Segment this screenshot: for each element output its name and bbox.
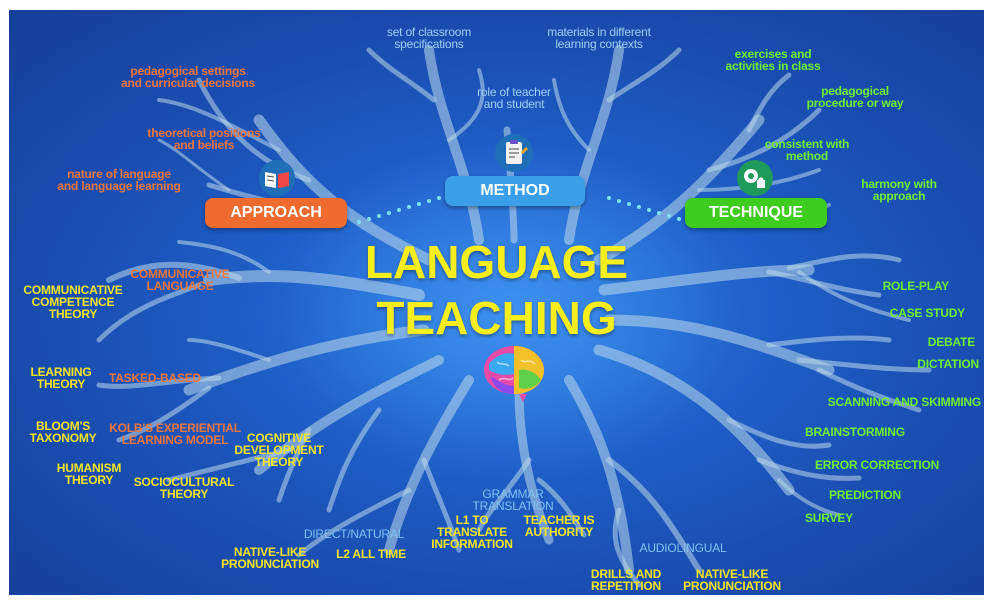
feature-native-like-pronunciation-2: NATIVE-LIKE PRONUNCIATION (683, 567, 781, 593)
approach-item-3: nature of language and language learning (57, 167, 181, 193)
feature-drills-and-repetition: DRILLS AND REPETITION (590, 567, 662, 593)
approach-kolb-experiential: KOLB'S EXPERIENTIAL LEARNING MODEL (109, 421, 241, 447)
technique-role-play: ROLE-PLAY (882, 279, 950, 293)
technique-survey: SURVEY (805, 511, 853, 525)
mind-map-canvas: LANGUAGE TEACHING APPROACH METHOD TECHNI… (9, 10, 984, 595)
method-grammar-translation: GRAMMAR TRANSLATION (472, 487, 554, 513)
theory-learning: LEARNING THEORY (30, 365, 92, 391)
technique-hub: TECHNIQUE (685, 198, 827, 228)
main-title-line2: TEACHING (376, 292, 617, 344)
brain-icon (484, 346, 544, 402)
method-direct-natural: DIRECT/NATURAL (303, 527, 405, 541)
method-audiolingual: AUDIOLINGUAL (639, 541, 727, 555)
feature-l2-all-time: L2 ALL TIME (336, 547, 406, 561)
approach-hub: APPROACH (205, 198, 347, 228)
technique-debate: DEBATE (927, 335, 975, 349)
approach-item-1: pedagogical settings and curricular deci… (121, 64, 255, 90)
approach-item-2: theoretical positions and beliefs (147, 126, 261, 152)
technique-error-correction: ERROR CORRECTION (815, 458, 940, 472)
branch-tree (96, 45, 932, 588)
method-item-3: role of teacher and student (477, 85, 551, 111)
technique-dictation: DICTATION (917, 357, 979, 371)
theory-humanism: HUMANISM THEORY (56, 461, 122, 487)
approach-tasked-based: TASKED-BASED (108, 371, 202, 385)
technique-brainstorming: BRAINSTORMING (805, 425, 905, 439)
main-title-line1: LANGUAGE (364, 236, 629, 288)
technique-item-4: harmony with approach (861, 177, 937, 203)
method-item-1: set of classroom specifications (386, 25, 472, 51)
theory-blooms-taxonomy: BLOOM'S TAXONOMY (29, 419, 97, 445)
puzzle-gear-icon (737, 160, 773, 196)
feature-teacher-is-authority: TEACHER IS AUTHORITY (523, 513, 595, 539)
method-item-2: materials in different learning contexts (547, 25, 651, 51)
technique-scanning-skimming: SCANNING AND SKIMMING (827, 395, 982, 409)
open-book-icon (259, 160, 295, 196)
approach-communicative-language: COMMUNICATIVE LANGUAGE (130, 267, 230, 293)
technique-item-2: pedagogical procedure or way (806, 84, 904, 110)
clipboard-pencil-icon (495, 134, 533, 172)
technique-item-3: consistent with method (764, 137, 850, 163)
technique-case-study: CASE STUDY (889, 306, 966, 320)
theory-sociocultural: SOCIOCULTURAL THEORY (133, 475, 235, 501)
technique-prediction: PREDICTION (829, 488, 902, 502)
theory-cognitive-development: COGNITIVE DEVELOPMENT THEORY (234, 431, 324, 469)
feature-l1-to-translate: L1 TO TRANSLATE INFORMATION (431, 513, 513, 551)
method-hub: METHOD (445, 176, 585, 206)
theory-communicative-competence: COMMUNICATIVE COMPETENCE THEORY (23, 283, 123, 321)
feature-native-like-pronunciation-1: NATIVE-LIKE PRONUNCIATION (221, 545, 319, 571)
technique-item-1: exercises and activities in class (725, 47, 821, 73)
